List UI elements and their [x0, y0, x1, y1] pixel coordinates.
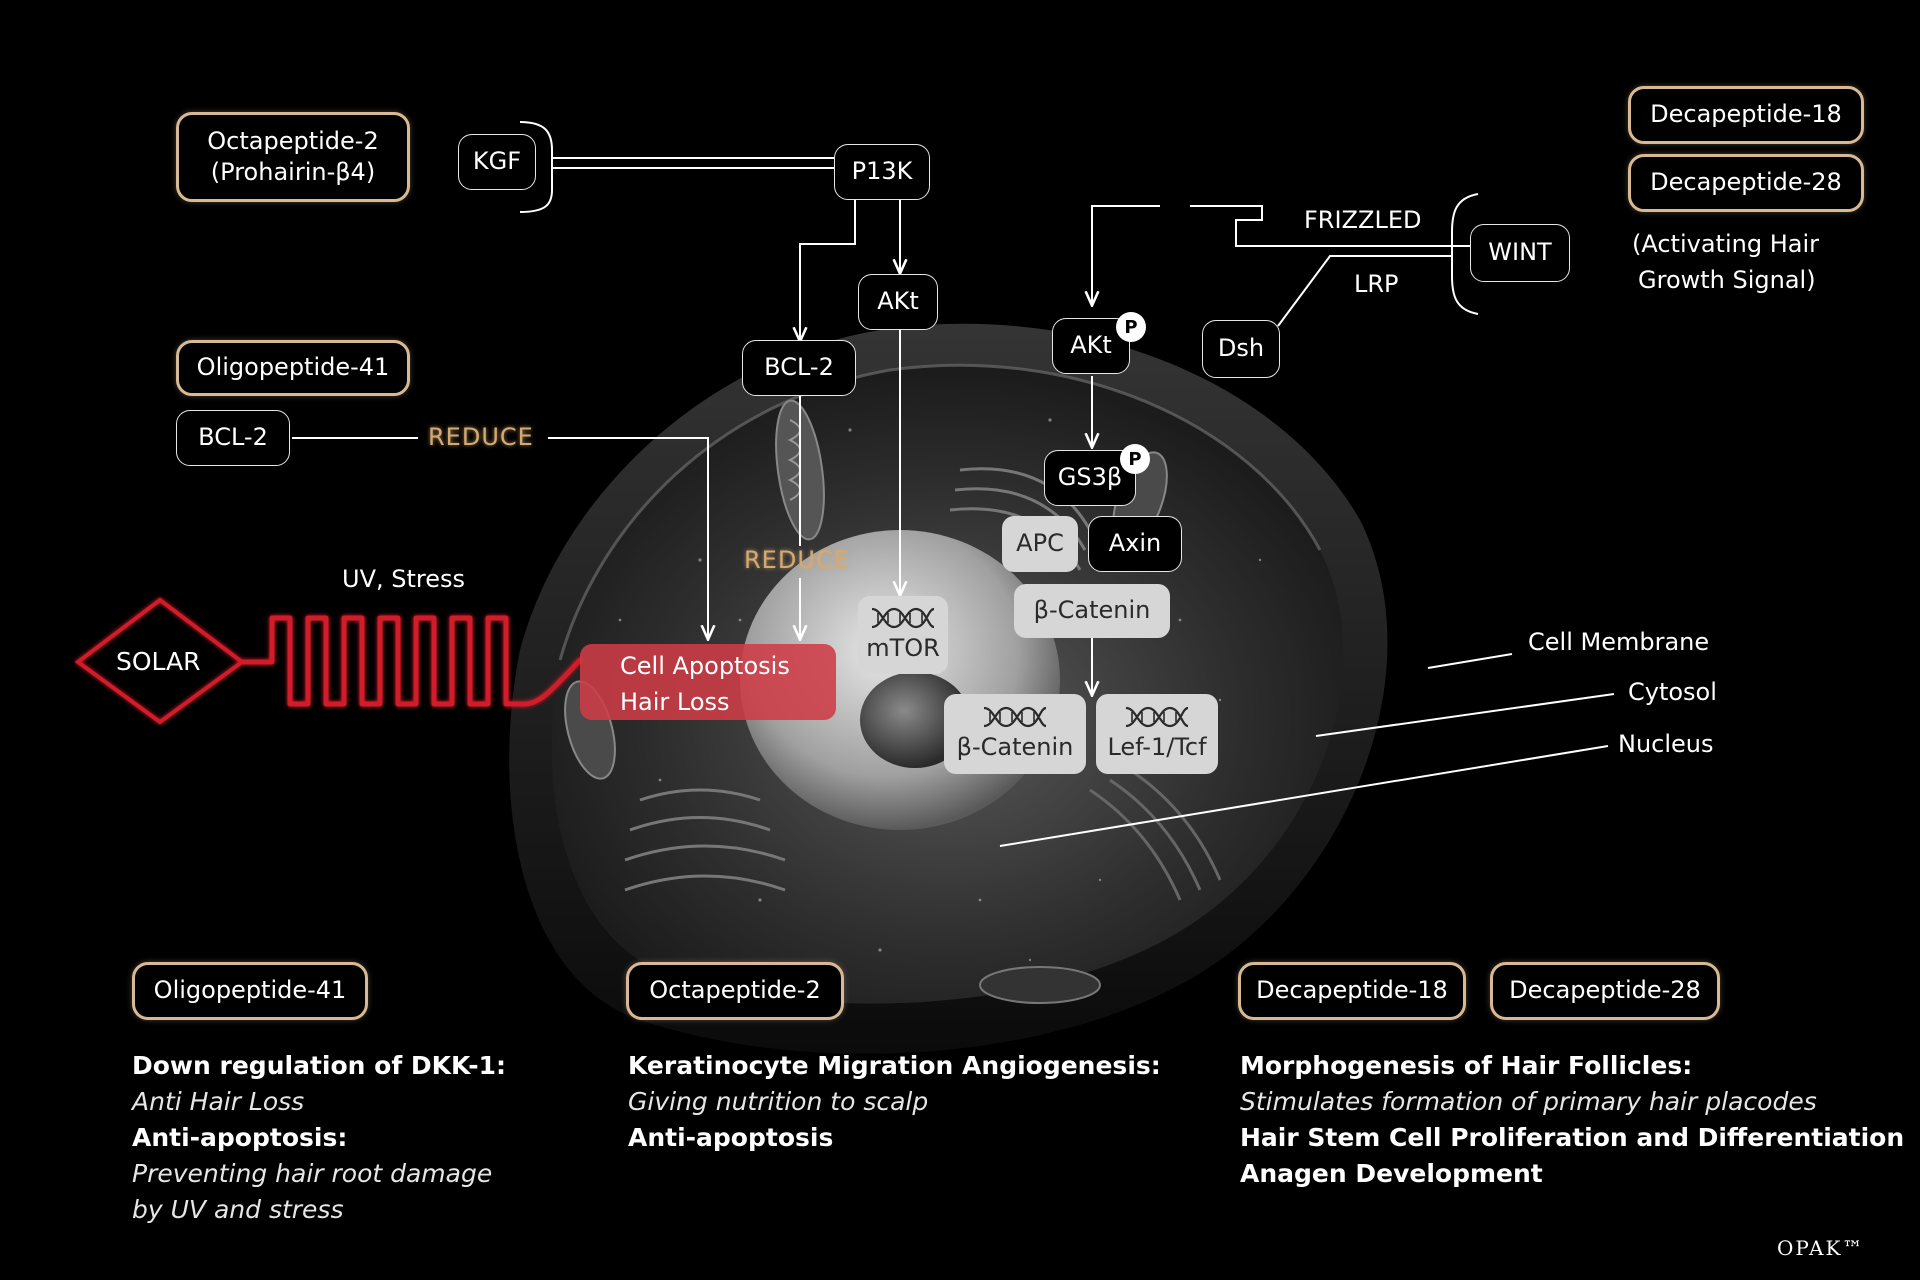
cytosol-label: Cytosol	[1628, 678, 1717, 706]
apc-node: APC	[1002, 516, 1078, 572]
uv-stress-label: UV, Stress	[342, 565, 465, 593]
oligopeptide-41-box: Oligopeptide-41	[176, 340, 410, 396]
col1-heading1: Down regulation of DKK-1:	[132, 1051, 506, 1080]
dna-icon	[983, 707, 1047, 728]
b-catenin-node: β-Catenin	[1014, 584, 1170, 638]
solar-label: SOLAR	[116, 647, 201, 676]
cell-apoptosis-box: Cell Apoptosis Hair Loss	[580, 644, 836, 720]
col1-text2a: Preventing hair root damage	[132, 1159, 493, 1188]
col2-heading2: Anti-apoptosis	[628, 1123, 834, 1152]
col1-heading2: Anti-apoptosis:	[132, 1123, 348, 1152]
p13k-node: P13K	[834, 144, 930, 200]
phospho-badge: P	[1116, 312, 1146, 342]
b-catenin-nuclear-node: β-Catenin	[944, 694, 1086, 774]
dna-icon	[871, 608, 935, 629]
akt-node: AKt	[858, 274, 938, 330]
col2-heading1: Keratinocyte Migration Angiogenesis:	[628, 1051, 1161, 1080]
b-catenin-nuclear-label: β-Catenin	[956, 733, 1074, 762]
dna-icon	[1125, 707, 1189, 728]
nucleus-label: Nucleus	[1618, 730, 1714, 758]
oligopeptide-41-tag: Oligopeptide-41	[132, 962, 368, 1020]
oligopeptide-41-description: Down regulation of DKK-1: Anti Hair Loss…	[132, 1048, 506, 1228]
mtor-node: mTOR	[858, 596, 948, 674]
octapeptide-2-tag: Octapeptide-2	[626, 962, 844, 1020]
col3-heading1: Morphogenesis of Hair Follicles:	[1240, 1051, 1693, 1080]
dsh-node: Dsh	[1202, 320, 1280, 378]
octapeptide-line1: Octapeptide-2	[207, 126, 379, 155]
col1-text1: Anti Hair Loss	[132, 1087, 305, 1116]
octapeptide-2-description: Keratinocyte Migration Angiogenesis: Giv…	[628, 1048, 1161, 1156]
col3-text1: Stimulates formation of primary hair pla…	[1240, 1087, 1817, 1116]
axin-node: Axin	[1088, 516, 1182, 572]
reduce-label-center: REDUCE	[744, 546, 850, 574]
decapeptide-description: Morphogenesis of Hair Follicles: Stimula…	[1240, 1048, 1904, 1192]
solar-wave	[74, 597, 583, 725]
decapeptide-28-tag: Decapeptide-28	[1490, 962, 1720, 1020]
decapeptide-18-box-top: Decapeptide-18	[1628, 86, 1864, 144]
activating-note-line2: Growth Signal)	[1638, 266, 1816, 294]
cell-membrane-label: Cell Membrane	[1528, 628, 1710, 656]
lef-tcf-label: Lef-1/Tcf	[1107, 733, 1207, 762]
octapeptide-line2: (Prohairin-β4)	[210, 158, 376, 186]
col2-text1: Giving nutrition to scalp	[628, 1087, 929, 1116]
activating-note-line1: (Activating Hair	[1632, 230, 1819, 258]
decapeptide-28-box-top: Decapeptide-28	[1628, 154, 1864, 212]
wint-node: WINT	[1470, 224, 1570, 282]
decapeptide-18-tag: Decapeptide-18	[1238, 962, 1466, 1020]
mtor-label: mTOR	[866, 634, 940, 663]
apoptosis-line2: Hair Loss	[620, 688, 730, 716]
phospho-badge: P	[1120, 444, 1150, 474]
opak-logo: OPAK™	[1777, 1236, 1865, 1260]
frizzled-label: FRIZZLED	[1304, 206, 1422, 234]
col3-heading2: Hair Stem Cell Proliferation and Differe…	[1240, 1123, 1905, 1152]
lrp-label: LRP	[1354, 270, 1399, 298]
apoptosis-line1: Cell Apoptosis	[620, 652, 790, 680]
col1-text2b: by UV and stress	[132, 1195, 344, 1224]
octapeptide-prohairin-box: Octapeptide-2 (Prohairin-β4)	[176, 112, 410, 202]
kgf-node: KGF	[458, 134, 536, 190]
pathway-lines	[292, 121, 1615, 847]
bcl2-left-node: BCL-2	[176, 410, 290, 466]
lef-tcf-node: Lef-1/Tcf	[1096, 694, 1218, 774]
col3-heading3: Anagen Development	[1240, 1159, 1543, 1188]
bcl2-center-node: BCL-2	[742, 340, 856, 396]
reduce-label-left: REDUCE	[428, 423, 534, 451]
